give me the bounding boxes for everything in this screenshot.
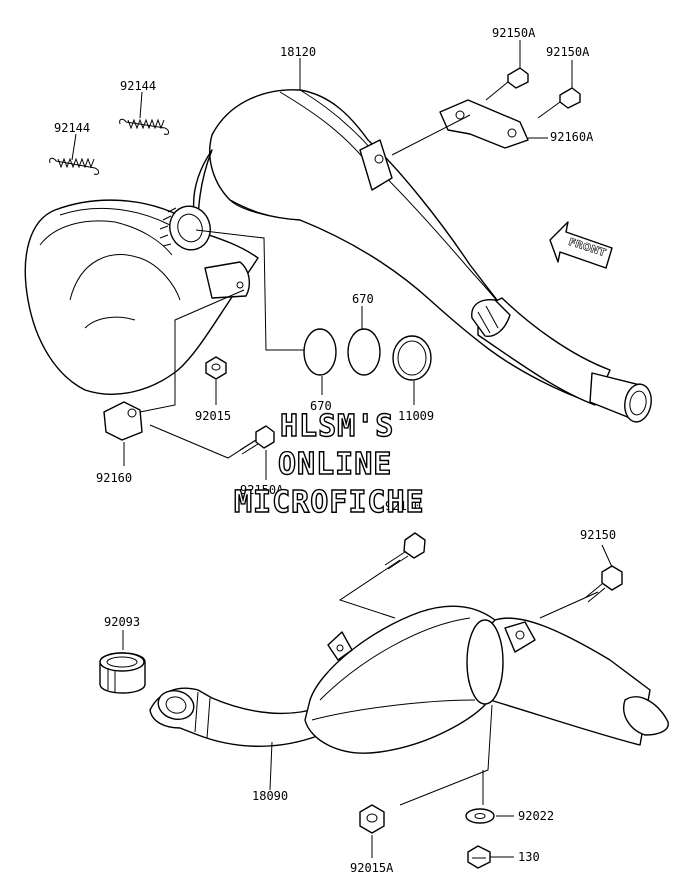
spring-92144-lower <box>49 157 100 175</box>
watermark-line-1: HLSM'S <box>280 409 394 444</box>
label-18120: 18120 <box>280 45 316 59</box>
bracket-92160A <box>439 99 529 149</box>
nut-92015A <box>359 804 385 834</box>
label-670-upper: 670 <box>352 292 374 306</box>
leader-lines <box>71 40 613 858</box>
bolt-92150A-upper-right <box>537 87 581 119</box>
bolt-92150-right <box>584 565 623 603</box>
gasket-11009 <box>392 335 432 381</box>
label-130: 130 <box>518 850 540 864</box>
spring-92144-upper <box>119 118 170 135</box>
chamber-inlet-ribbed <box>159 205 211 251</box>
watermark: HLSM'S ONLINE MICROFICHE <box>233 408 425 520</box>
label-11009: 11009 <box>398 409 434 423</box>
label-92150-b: 92150 <box>580 528 616 542</box>
bracket-92160 <box>103 401 143 441</box>
label-92093: 92093 <box>104 615 140 629</box>
nut-92015 <box>205 356 227 380</box>
bolt-92150A-lower <box>239 425 275 455</box>
o-ring-670-left <box>303 328 337 376</box>
label-92144-b: 92144 <box>54 121 90 135</box>
label-92015: 92015 <box>195 409 231 423</box>
front-arrow-icon: FRONT <box>549 221 613 269</box>
label-92144-a: 92144 <box>120 79 156 93</box>
label-670-lower: 670 <box>310 399 332 413</box>
watermark-line-2: ONLINE <box>278 447 392 482</box>
label-92150A-a: 92150A <box>492 26 536 40</box>
o-ring-670-right <box>347 328 381 376</box>
bolt-92150-left <box>384 532 426 570</box>
label-92150-a: 92150 <box>385 499 421 513</box>
watermark-line-3: MICROFICHE <box>234 485 425 520</box>
label-92022: 92022 <box>518 809 554 823</box>
label-92160: 92160 <box>96 471 132 485</box>
label-92150A-c: 92150A <box>240 483 284 497</box>
bolt-92150A-upper-left <box>485 67 529 101</box>
collar-92093 <box>99 652 146 694</box>
silencer-18090 <box>149 605 669 754</box>
bolt-130 <box>467 845 491 869</box>
washer-92022 <box>465 808 495 824</box>
label-18090: 18090 <box>252 789 288 803</box>
label-92160A: 92160A <box>550 130 594 144</box>
expansion-chamber-18120 <box>24 89 652 423</box>
label-92015A: 92015A <box>350 861 394 875</box>
label-92150A-b: 92150A <box>546 45 590 59</box>
